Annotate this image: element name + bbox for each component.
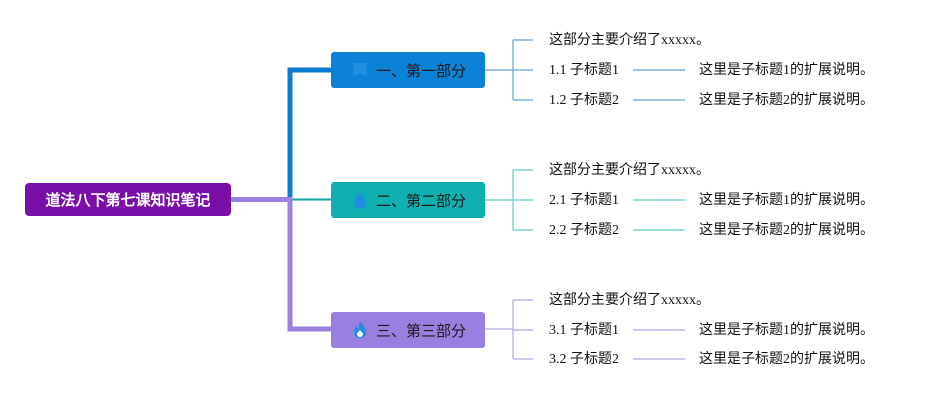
connector-root-branch-1 bbox=[231, 67, 331, 202]
branch-topic-3[interactable]: 三、第三部分 bbox=[331, 312, 485, 348]
root-topic[interactable]: 道法八下第七课知识笔记 bbox=[25, 183, 231, 216]
branch-3-subtopic-2[interactable]: 3.2 子标题2 bbox=[549, 352, 619, 367]
branch-3-subtopic-1-note[interactable]: 这里是子标题1的扩展说明。 bbox=[699, 323, 874, 338]
root-topic-label: 道法八下第七课知识笔记 bbox=[45, 191, 211, 209]
branch-1-subtopic-2[interactable]: 1.2 子标题2 bbox=[549, 93, 619, 108]
branch-3-intro[interactable]: 这部分主要介绍了xxxxx。 bbox=[549, 293, 710, 308]
branch-3-subtopic-2-note[interactable]: 这里是子标题2的扩展说明。 bbox=[699, 352, 874, 367]
water-drop-icon bbox=[350, 190, 370, 210]
connector-root-branch-3 bbox=[231, 197, 331, 332]
branch-2-subtopic-1-note[interactable]: 这里是子标题1的扩展说明。 bbox=[699, 193, 874, 208]
branch-3-subtopic-1[interactable]: 3.1 子标题1 bbox=[549, 323, 619, 338]
branch-3-connectors bbox=[485, 299, 685, 360]
branch-1-intro[interactable]: 这部分主要介绍了xxxxx。 bbox=[549, 33, 710, 48]
branch-topic-2[interactable]: 二、第二部分 bbox=[331, 182, 485, 218]
branch-2-subtopic-1[interactable]: 2.1 子标题1 bbox=[549, 193, 619, 208]
branch-1-connectors bbox=[485, 39, 685, 101]
branch-2-intro[interactable]: 这部分主要介绍了xxxxx。 bbox=[549, 163, 710, 178]
branch-1-subtopic-1[interactable]: 1.1 子标题1 bbox=[549, 63, 619, 78]
branch-2-subtopic-2[interactable]: 2.2 子标题2 bbox=[549, 223, 619, 238]
branch-1-subtopic-2-note[interactable]: 这里是子标题2的扩展说明。 bbox=[699, 93, 874, 108]
branch-topic-3-label: 三、第三部分 bbox=[375, 321, 466, 340]
flame-icon bbox=[350, 320, 370, 340]
branch-topic-1[interactable]: 一、第一部分 bbox=[331, 52, 485, 88]
branch-topic-2-label: 二、第二部分 bbox=[375, 191, 466, 210]
branch-2-connectors bbox=[485, 169, 685, 231]
branch-1-subtopic-1-note[interactable]: 这里是子标题1的扩展说明。 bbox=[699, 63, 874, 78]
branch-2-subtopic-2-note[interactable]: 这里是子标题2的扩展说明。 bbox=[699, 223, 874, 238]
branch-topic-1-label: 一、第一部分 bbox=[375, 61, 466, 80]
bookmark-icon bbox=[350, 60, 370, 80]
